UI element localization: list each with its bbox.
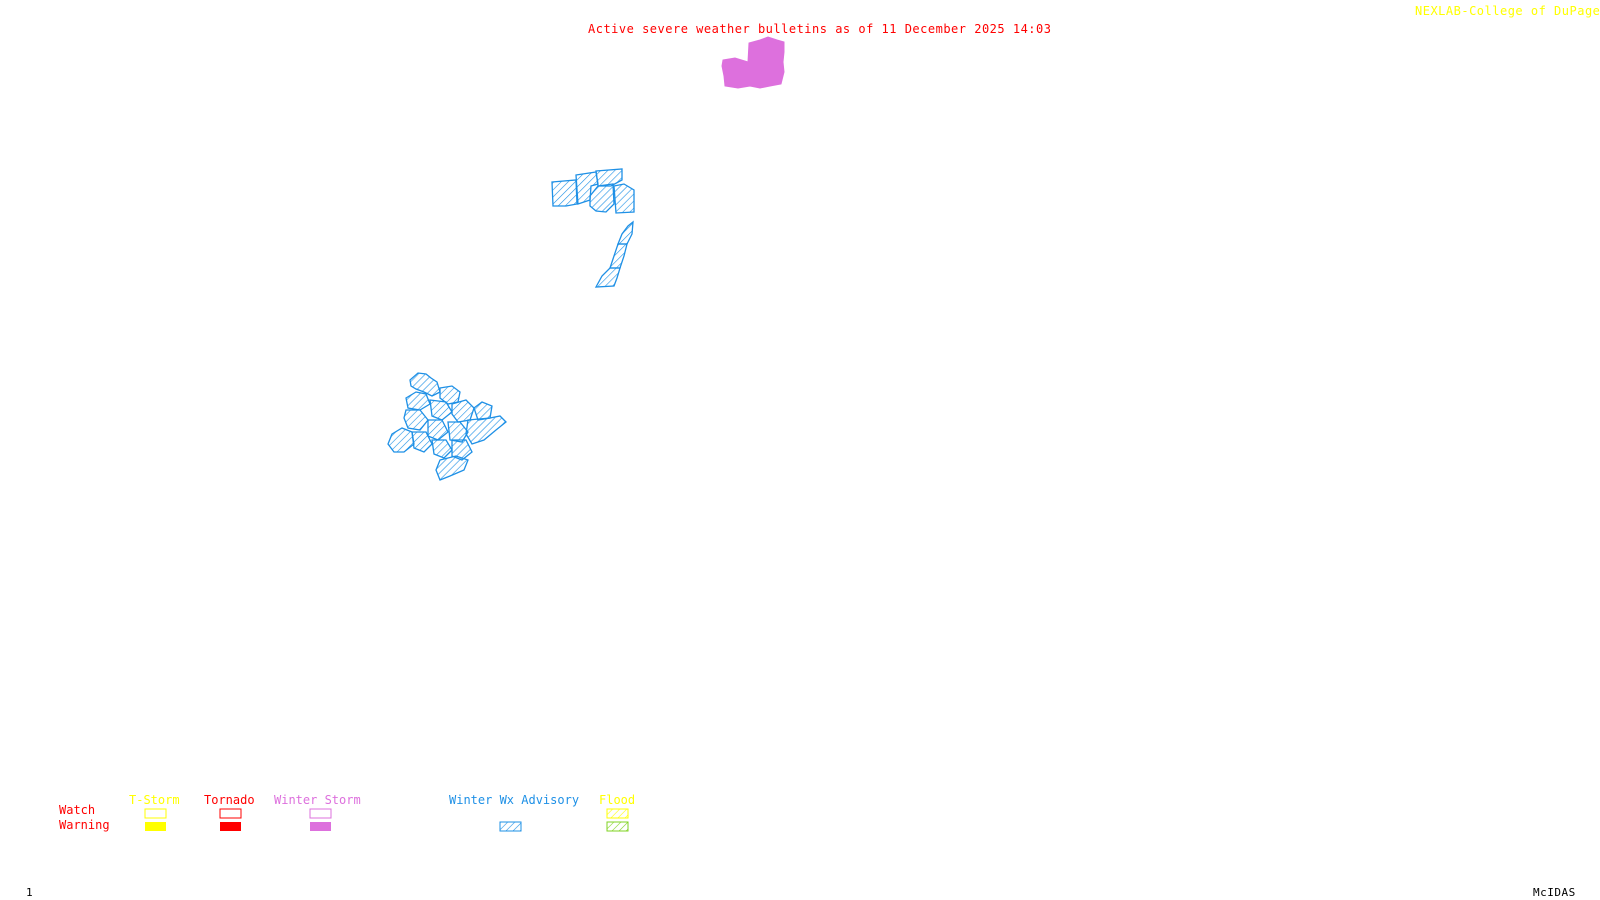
county-polygon [451, 439, 473, 461]
county-polygon [387, 427, 415, 453]
county-polygon [429, 399, 453, 421]
credit-label: NEXLAB-College of DuPage [1415, 4, 1600, 18]
legend-winter-storm-label: Winter Storm [274, 793, 361, 807]
flood-warning-swatch [606, 821, 629, 832]
legend-winter-wx-advisory-label: Winter Wx Advisory [449, 793, 580, 807]
county-polygon [431, 439, 453, 459]
county-polygon [609, 243, 628, 269]
credit-text: NEXLAB-College of DuPage [1415, 4, 1600, 18]
legend-tornado-label: Tornado [204, 793, 255, 807]
tstorm-warning-swatch [145, 822, 166, 831]
county-polygon [613, 183, 635, 214]
legend-row-watch: Watch [59, 803, 96, 817]
legend-row-warning: Warning [59, 818, 110, 832]
county-polygon [411, 431, 433, 453]
county-polygon [594, 267, 621, 288]
winter-storm-watch-swatch [309, 808, 332, 819]
county-polygon [617, 220, 634, 245]
legend-flood-label: Flood [599, 793, 636, 807]
tornado-warning-swatch [220, 822, 241, 831]
winter-wx-advisory-area-southwest[interactable] [387, 372, 507, 481]
winter-storm-warning-area[interactable] [721, 36, 785, 89]
county-polygon [427, 419, 449, 441]
winter-wx-advisory-swatch [499, 821, 522, 832]
county-polygon [595, 168, 623, 187]
county-polygon [473, 401, 493, 421]
frame-number: 1 [26, 886, 34, 899]
legend-swatches [144, 808, 629, 832]
county-polygon [405, 391, 431, 411]
software-label: McIDAS [1533, 886, 1576, 899]
winter-wx-advisory-area-north[interactable] [551, 168, 635, 214]
map-title: Active severe weather bulletins as of 11… [588, 22, 1052, 36]
county-polygon [447, 421, 469, 443]
legend-tstorm-label: T-Storm [129, 793, 180, 807]
county-polygon [403, 409, 429, 431]
winter-wx-advisory-area-strip[interactable] [594, 220, 634, 288]
county-polygon [465, 415, 507, 445]
county-polygon [589, 183, 615, 213]
winter-storm-warning-swatch [310, 822, 331, 831]
county-polygon [451, 399, 475, 423]
county-polygon [551, 179, 578, 207]
tstorm-watch-swatch [144, 808, 167, 819]
county-polygon [435, 455, 469, 481]
flood-watch-swatch [606, 808, 629, 819]
tornado-watch-swatch [219, 808, 242, 819]
